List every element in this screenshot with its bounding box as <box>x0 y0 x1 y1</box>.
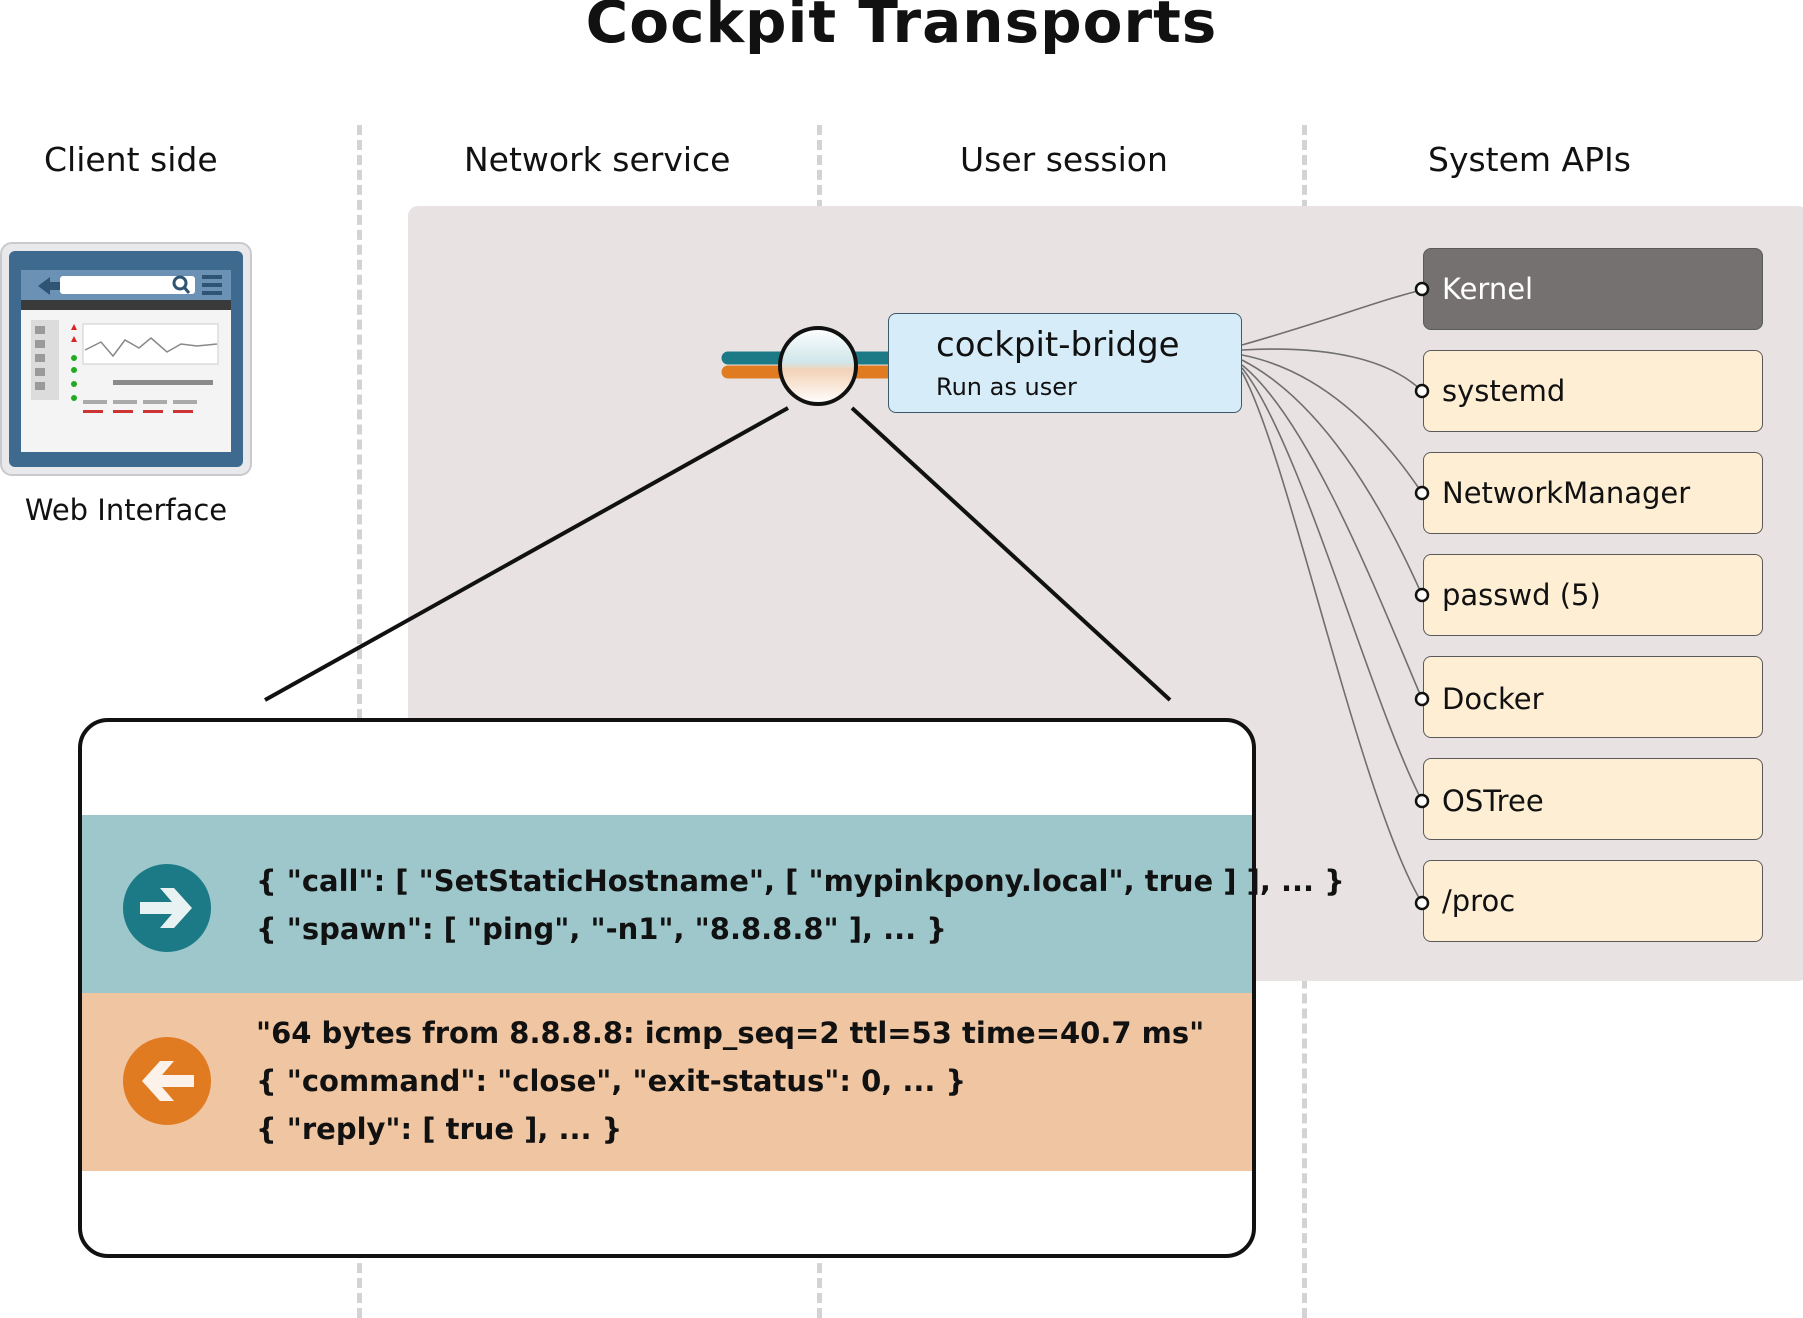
browser-address-bar <box>60 276 195 294</box>
page-title: Cockpit Transports <box>585 0 1218 56</box>
bridge-subtitle: Run as user <box>936 373 1077 401</box>
incoming-arrow-icon <box>123 1037 211 1125</box>
column-header-client: Client side <box>44 140 218 179</box>
cockpit-bridge-box <box>888 313 1242 413</box>
back-arrow-icon <box>38 277 60 295</box>
column-header-system: System APIs <box>1428 140 1631 179</box>
api-box-networkmanager <box>1423 452 1763 534</box>
zoom-lens-icon <box>778 326 858 406</box>
api-label-networkmanager: NetworkManager <box>1442 476 1691 510</box>
column-header-session: User session <box>960 140 1168 179</box>
port-icon <box>1414 485 1430 501</box>
search-icon <box>172 275 188 291</box>
port-icon <box>1414 691 1430 707</box>
zoom-line-right <box>850 406 1172 702</box>
outgoing-arrow-icon <box>123 864 211 952</box>
api-label-proc: /proc <box>1442 884 1516 918</box>
api-box-ostree <box>1423 758 1763 840</box>
api-ports <box>1414 281 1430 911</box>
zoom-line-left <box>264 406 789 702</box>
column-header-network: Network service <box>464 140 731 179</box>
api-box-proc <box>1423 860 1763 942</box>
api-label-systemd: systemd <box>1442 374 1566 408</box>
incoming-message: { "reply": [ true ], ... } <box>256 1112 623 1146</box>
port-icon <box>1414 587 1430 603</box>
outgoing-messages-band <box>82 815 1252 993</box>
incoming-message: { "command": "close", "exit-status": 0, … <box>256 1064 967 1098</box>
api-label-ostree: OSTree <box>1442 784 1544 818</box>
api-box-passwd <box>1423 554 1763 636</box>
dashboard-thumbnail-icon <box>21 300 231 413</box>
menu-icon <box>202 275 222 279</box>
outgoing-message: { "spawn": [ "ping", "-n1", "8.8.8.8" ],… <box>256 912 947 946</box>
port-icon <box>1414 281 1430 297</box>
incoming-messages-band <box>82 993 1252 1171</box>
api-label-docker: Docker <box>1442 682 1544 716</box>
browser-page <box>21 300 231 452</box>
port-icon <box>1414 383 1430 399</box>
port-icon <box>1414 793 1430 809</box>
browser-icons <box>38 275 222 295</box>
bridge-name: cockpit-bridge <box>936 325 1180 365</box>
outgoing-message: { "call": [ "SetStaticHostname", [ "mypi… <box>256 864 1345 898</box>
api-label-passwd: passwd (5) <box>1442 578 1601 612</box>
api-label-kernel: Kernel <box>1442 272 1534 306</box>
api-box-docker <box>1423 656 1763 738</box>
api-box-systemd <box>1423 350 1763 432</box>
incoming-message: "64 bytes from 8.8.8.8: icmp_seq=2 ttl=5… <box>256 1016 1205 1050</box>
port-icon <box>1414 895 1430 911</box>
api-box-kernel <box>1423 248 1763 330</box>
web-interface-label: Web Interface <box>24 493 228 527</box>
